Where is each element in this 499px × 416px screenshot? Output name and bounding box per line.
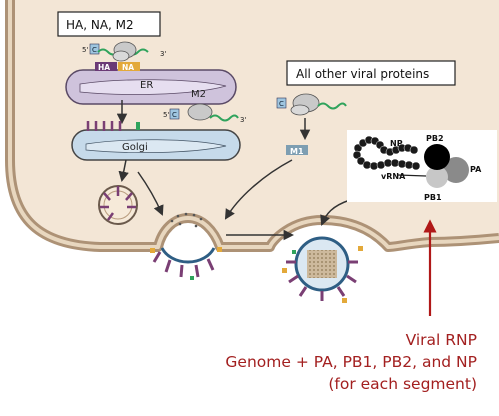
svg-text:5': 5' [82, 46, 88, 54]
golgi-spikes [86, 121, 122, 131]
m1-tag-label: M1 [290, 147, 304, 156]
vrna-label: vRNA [381, 172, 406, 181]
svg-text:C: C [279, 100, 284, 108]
m2-label: M2 [191, 89, 206, 100]
pa-label: PA [470, 165, 482, 174]
pb2-subunit [424, 144, 450, 170]
er-ribosome-bottom: 5' C 3' [163, 103, 246, 124]
all-other-proteins-label: All other viral proteins [296, 67, 429, 81]
svg-text:C: C [92, 46, 97, 54]
budding-virion [282, 236, 363, 303]
golgi-to-membrane-arrow [137, 171, 164, 216]
er-label: ER [140, 80, 153, 91]
er-ribosome-top: 5' C 3' [82, 41, 166, 62]
caption-line-3: (for each segment) [328, 375, 477, 393]
np-label: NP [390, 139, 403, 148]
budding-site-left [150, 212, 222, 280]
golgi-lumen [85, 139, 227, 153]
pb1-label: PB1 [424, 193, 442, 202]
cytosolic-ribosome: C [276, 93, 347, 116]
np-coil [352, 135, 421, 171]
na-tag-label: NA [122, 63, 134, 72]
svg-text:C: C [172, 111, 177, 119]
caption-line-2: Genome + PA, PB1, PB2, and NP [225, 353, 477, 371]
transport-vesicle [98, 185, 138, 225]
vrna-strand [397, 174, 427, 177]
m1-to-membrane-arrow [224, 159, 293, 220]
golgi-to-vesicle-arrow [118, 159, 129, 183]
m1-tag [286, 145, 308, 155]
pb2-label: PB2 [426, 134, 444, 143]
plasma-membrane-inner [8, 0, 499, 249]
golgi-label: Golgi [122, 142, 148, 153]
ha-na-m2-box [57, 11, 161, 37]
cell-cytoplasm [10, 0, 499, 247]
svg-text:3': 3' [160, 50, 166, 58]
all-other-proteins-box [286, 60, 456, 86]
svg-text:5': 5' [163, 111, 169, 119]
na-tag [118, 62, 140, 71]
ha-na-m2-label: HA, NA, M2 [66, 18, 134, 32]
pb1-subunit [426, 166, 448, 188]
golgi-na [136, 122, 140, 130]
caption-line-1: Viral RNP [405, 331, 477, 349]
er-lumen [79, 79, 227, 95]
ha-tag [95, 62, 117, 71]
pa-subunit [443, 157, 469, 183]
rnp-to-virion-arrow [320, 199, 351, 226]
ha-tag-label: HA [98, 63, 110, 72]
svg-text:3': 3' [240, 116, 246, 124]
